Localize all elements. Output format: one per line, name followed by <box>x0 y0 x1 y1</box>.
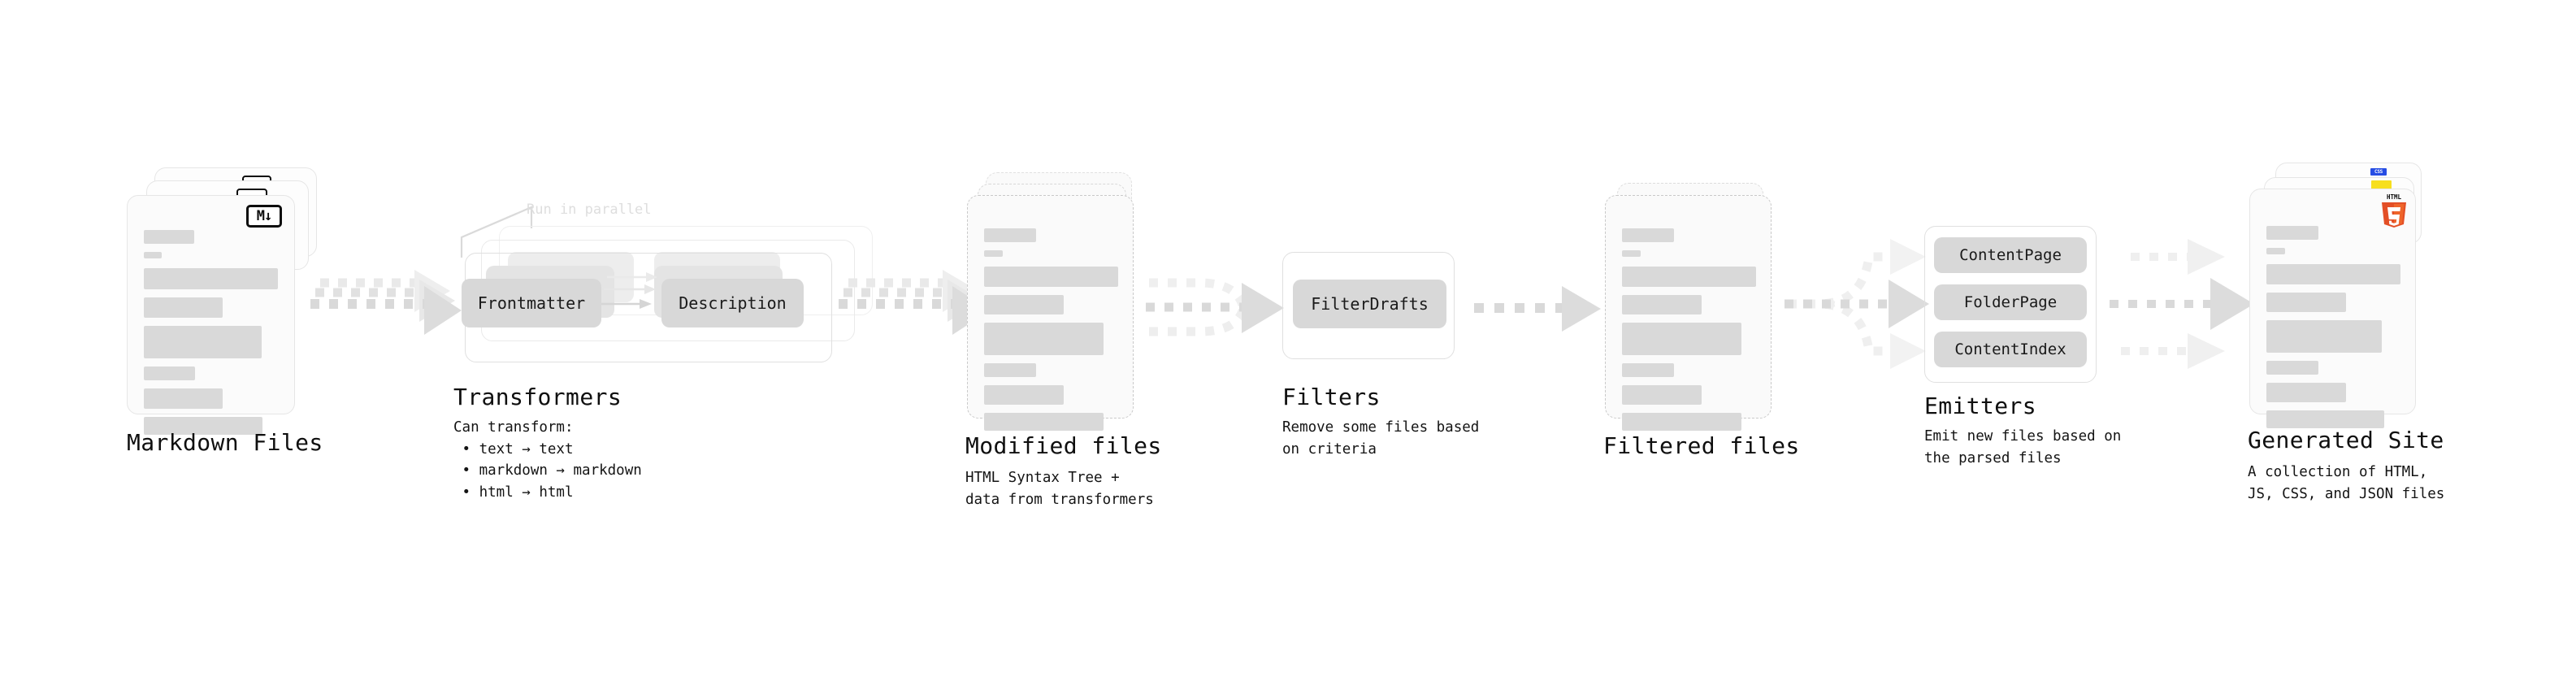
stage-title-filters: Filters <box>1282 384 1381 410</box>
markdown-placeholder-bars <box>144 230 280 443</box>
markdown-icon: M↓ <box>246 205 282 228</box>
arrow-modified-to-filters-converging <box>1141 265 1287 354</box>
stage-subtitle-filters: Remove some files based on criteria <box>1282 419 1480 458</box>
emitter-pill-folderpage[interactable]: FolderPage <box>1934 284 2087 320</box>
modified-placeholder-bars <box>984 228 1118 439</box>
emitter-pill-contentpage[interactable]: ContentPage <box>1934 237 2087 273</box>
svg-text:HTML: HTML <box>2387 193 2402 201</box>
stage-title-modified-files: Modified files <box>965 432 1162 459</box>
stage-title-markdown-files: Markdown Files <box>127 429 323 456</box>
markdown-card-front <box>127 195 295 435</box>
stage-subtitle-generated-site: A collection of HTML, JS, CSS, and JSON … <box>2248 464 2445 502</box>
stage-subtitle-transformers: Can transform: • text → text • markdown … <box>453 419 642 501</box>
emitters-group <box>1924 226 2097 383</box>
stage-title-emitters: Emitters <box>1924 393 2037 419</box>
stage-subtitle-emitters: Emit new files based on the parsed files <box>1924 428 2122 466</box>
transformer-pill-description[interactable]: Description <box>661 279 804 327</box>
arrow-filters-to-filtered-files <box>1471 286 1601 336</box>
html5-icon: HTML <box>2379 192 2409 229</box>
arrow-emitters-to-generated-site <box>2110 232 2256 375</box>
stage-title-filtered-files: Filtered files <box>1603 432 1800 459</box>
filtered-card-front <box>1605 195 1772 431</box>
transformer-pill-frontmatter[interactable]: Frontmatter <box>462 279 601 327</box>
arrow-transformers-to-modified <box>835 268 990 349</box>
generated-card-front <box>2249 189 2416 428</box>
run-in-parallel-note: Run in parallel <box>527 202 652 218</box>
transformer-inner-arrows <box>599 271 674 320</box>
stage-title-transformers: Transformers <box>453 384 622 410</box>
modified-card-front <box>967 195 1134 431</box>
css-icon: CSS <box>2370 168 2387 176</box>
run-in-parallel-bracket <box>460 199 557 260</box>
arrow-filtered-to-emitters-diverging <box>1785 232 1931 375</box>
filtered-placeholder-bars <box>1622 228 1756 439</box>
filter-pill-filterdrafts[interactable]: FilterDrafts <box>1293 280 1446 328</box>
generated-placeholder-bars <box>2266 226 2400 436</box>
emitter-pill-contentindex[interactable]: ContentIndex <box>1934 332 2087 367</box>
arrow-markdown-to-transformers <box>307 268 462 349</box>
stage-subtitle-modified-files: HTML Syntax Tree + data from transformer… <box>965 470 1154 508</box>
filters-group <box>1282 252 1455 359</box>
stage-title-generated-site: Generated Site <box>2248 427 2444 453</box>
